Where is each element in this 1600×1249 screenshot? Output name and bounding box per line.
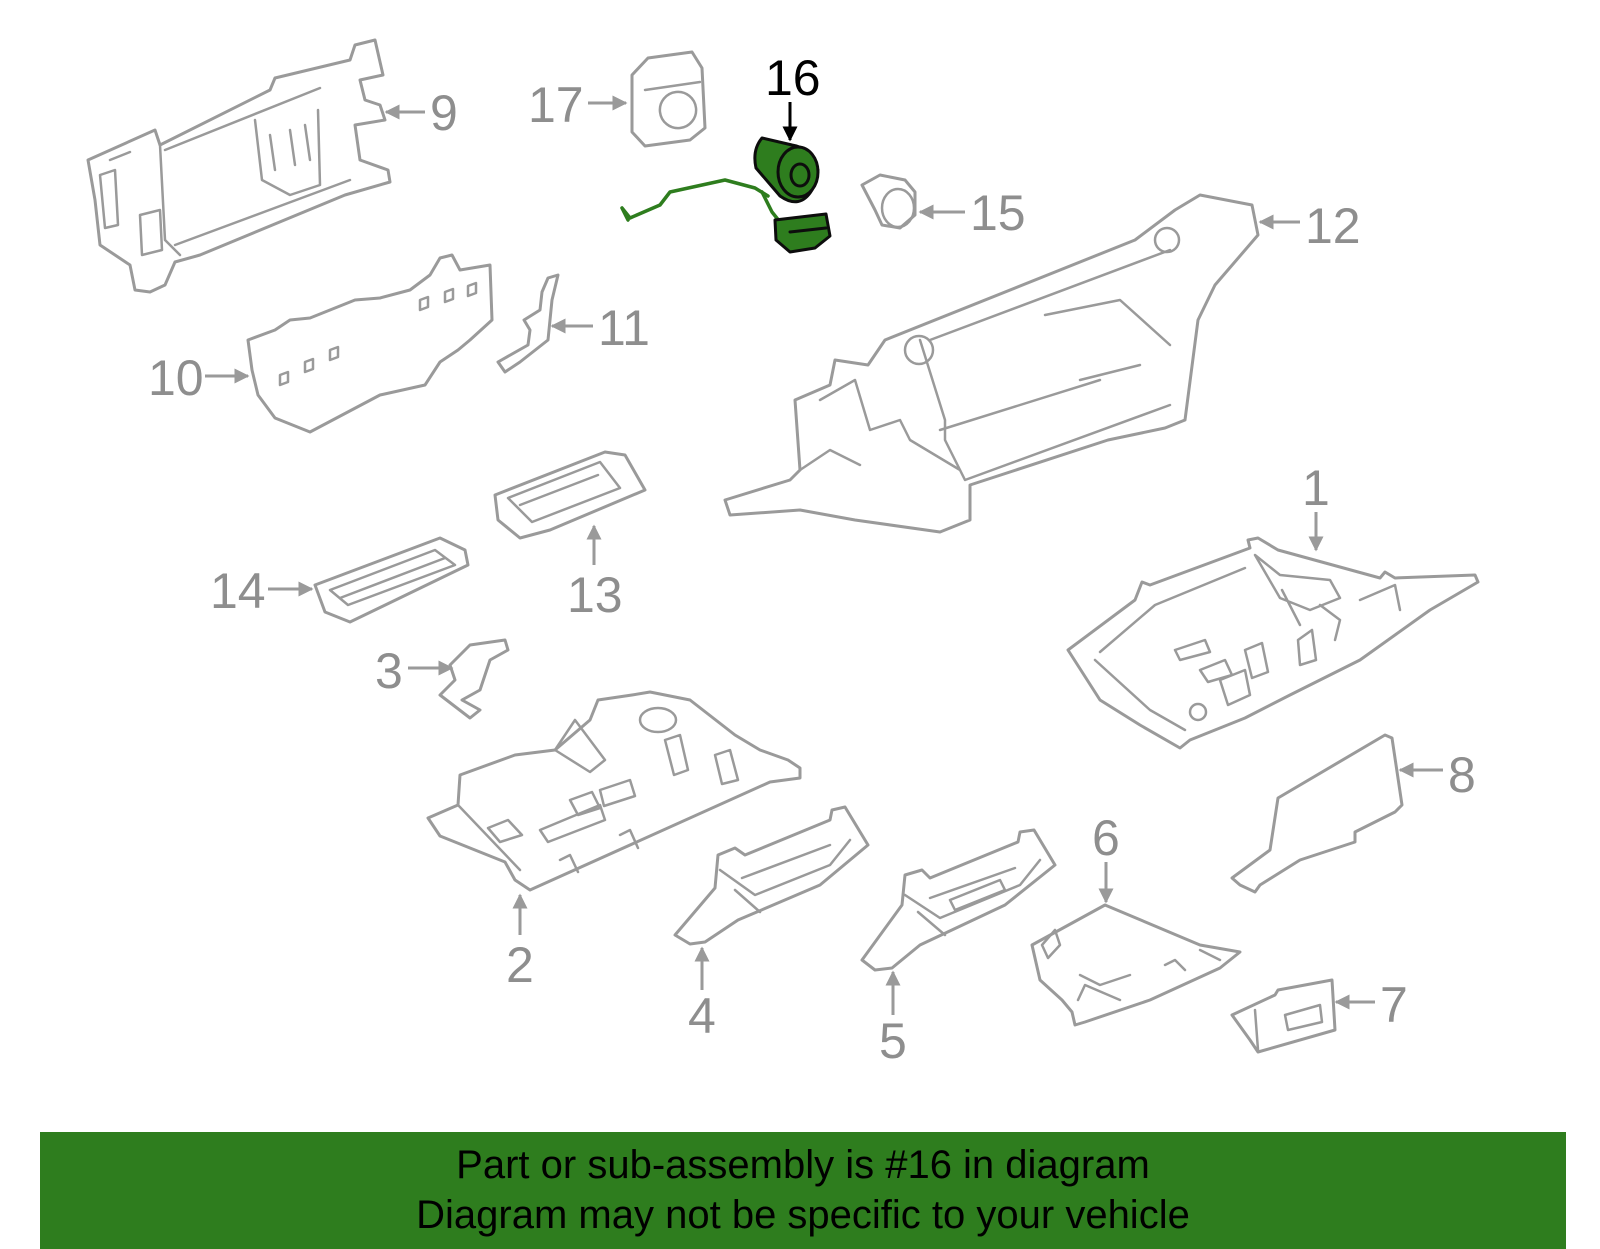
part-7-latch [1230, 978, 1337, 1054]
callout-16: 16 [765, 50, 821, 106]
callout-11: 11 [598, 300, 650, 356]
part-10-bracket [246, 253, 494, 434]
parts-diagram: 9 17 16 15 12 10 11 [86, 38, 1480, 1069]
caption-line-1: Part or sub-assembly is #16 in diagram [456, 1143, 1150, 1187]
callout-12: 12 [1305, 198, 1361, 254]
part-12-housing [723, 193, 1260, 534]
part-1-glove-box [1066, 536, 1480, 750]
callout-17: 17 [528, 77, 584, 133]
caption-line-2: Diagram may not be specific to your vehi… [416, 1193, 1190, 1237]
part-15-clip [860, 173, 917, 230]
part-8-panel [1230, 733, 1404, 894]
callout-4: 4 [688, 988, 716, 1044]
callout-1: 1 [1302, 460, 1330, 516]
callout-6: 6 [1092, 810, 1120, 866]
part-13-vent [493, 450, 647, 540]
caption-banner: Part or sub-assembly is #16 in diagram D… [40, 1132, 1566, 1249]
callout-10: 10 [148, 350, 204, 406]
part-11-small-bracket [496, 273, 560, 374]
callout-7: 7 [1380, 977, 1408, 1033]
callout-9: 9 [430, 85, 458, 141]
part-4-trim [673, 805, 870, 946]
callout-2: 2 [506, 937, 534, 993]
callout-14: 14 [210, 563, 266, 619]
callout-8: 8 [1448, 747, 1476, 803]
part-6-lid [1030, 903, 1242, 1027]
callout-13: 13 [567, 567, 623, 623]
part-9-frame [86, 38, 392, 294]
part-2-lower-panel [426, 690, 802, 892]
callout-15: 15 [970, 185, 1026, 241]
part-17-cap [630, 50, 707, 148]
part-16-switch-harness [620, 136, 832, 254]
part-5-trim [860, 828, 1057, 972]
part-14-vent [313, 536, 470, 624]
part-3-clip [438, 638, 510, 720]
callout-5: 5 [879, 1013, 907, 1069]
callout-3: 3 [375, 643, 403, 699]
